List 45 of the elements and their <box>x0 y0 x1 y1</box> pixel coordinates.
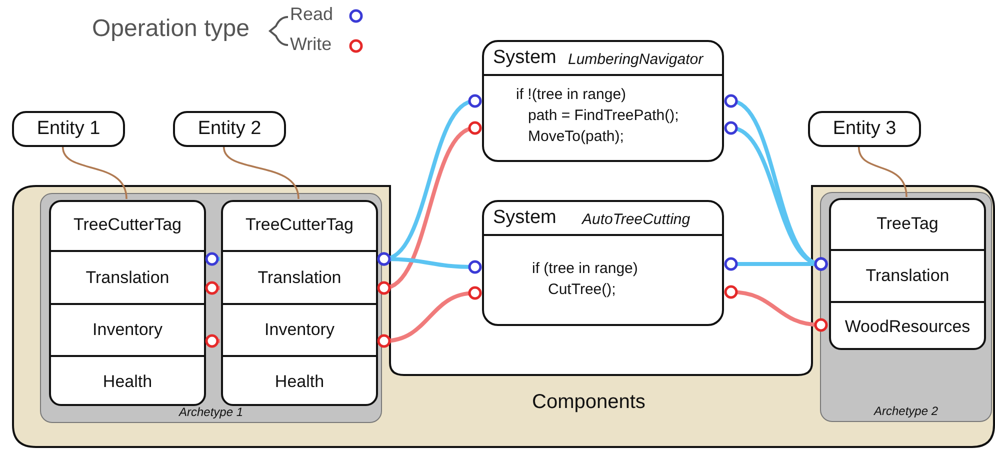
components-title: Components <box>532 391 646 414</box>
code-line: CutTree(); <box>548 281 616 298</box>
archetype-panel <box>820 192 992 422</box>
leader-line <box>858 146 908 198</box>
connector <box>377 94 482 266</box>
component-cell: WoodResources <box>829 303 986 350</box>
connector <box>724 285 828 332</box>
code-line: path = FindTreePath(); <box>528 107 679 124</box>
entity-column <box>221 200 378 406</box>
component-cell: TreeCutterTag <box>49 200 206 252</box>
connector <box>377 286 482 348</box>
component-cell: Health <box>221 357 378 406</box>
system-name: AutoTreeCutting <box>582 211 690 228</box>
connector <box>205 281 220 295</box>
entity-column <box>49 200 206 406</box>
system-box <box>482 200 724 326</box>
system-heading: System <box>493 207 556 229</box>
component-cell: Health <box>49 357 206 406</box>
system-heading: System <box>493 47 556 69</box>
legend-text: Read <box>290 4 334 25</box>
archetype-label: Archetype 2 <box>872 404 940 418</box>
component-cell: Inventory <box>49 305 206 357</box>
component-cell: TreeCutterTag <box>221 200 378 252</box>
component-cell: TreeTag <box>829 198 986 251</box>
component-cell: Translation <box>221 252 378 305</box>
connector <box>205 252 220 266</box>
entity-label: Entity 2 <box>173 111 286 147</box>
system-name: LumberingNavigator <box>568 51 704 68</box>
component-cell: Translation <box>829 251 986 303</box>
component-cell: Translation <box>49 252 206 305</box>
legend-heading: Operation type <box>92 15 250 43</box>
entity-label: Entity 3 <box>808 111 921 147</box>
archetype-panel <box>40 193 382 423</box>
code-line: MoveTo(path); <box>528 128 624 145</box>
component-cell: Inventory <box>221 305 378 357</box>
connector <box>724 94 828 271</box>
code-line: if (tree in range) <box>532 260 638 277</box>
archetype-label: Archetype 1 <box>178 405 244 419</box>
legend-text: Write <box>290 34 332 55</box>
system-box <box>482 40 724 162</box>
entity-column <box>829 198 986 350</box>
entity-label: Entity 1 <box>12 111 125 147</box>
connector <box>377 121 482 295</box>
code-line: if !(tree in range) <box>516 86 626 103</box>
connector <box>205 334 220 348</box>
